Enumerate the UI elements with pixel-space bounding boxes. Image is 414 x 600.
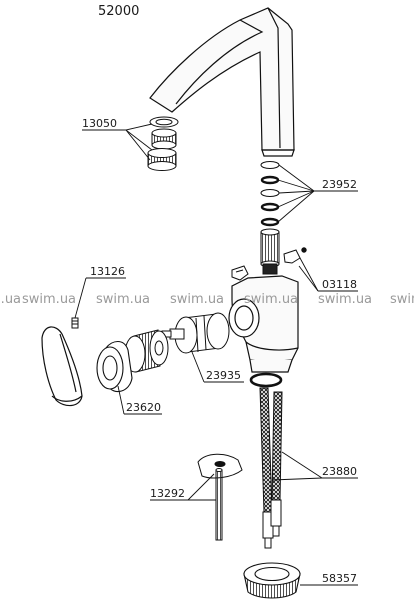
leader-lines <box>74 123 358 586</box>
aerator-assembly <box>147 116 179 171</box>
retaining-clips <box>231 247 307 281</box>
flexible-hoses <box>259 387 283 549</box>
o-ring-set <box>260 161 280 227</box>
mounting-stud <box>197 453 243 541</box>
spout-connector <box>260 228 280 275</box>
watermark: swim.ua <box>0 292 21 307</box>
part-label-23952: 23952 <box>322 178 357 191</box>
part-label-13126: 13126 <box>90 265 125 278</box>
watermark: swim.ua <box>390 292 414 307</box>
fixing-nut <box>243 562 301 599</box>
part-label-23935: 23935 <box>206 369 241 382</box>
watermark: swim.ua <box>318 292 372 307</box>
cartridge-bonnet <box>124 329 169 373</box>
diagram-title: 52000 <box>98 4 139 19</box>
lever-handle <box>41 326 83 407</box>
watermark: swim.ua <box>22 292 76 307</box>
watermark: swim.ua <box>244 292 298 307</box>
watermark: swim.ua <box>170 292 224 307</box>
part-label-58357: 58357 <box>322 572 357 585</box>
decorative-cap <box>96 340 133 393</box>
part-label-13050: 13050 <box>82 117 117 130</box>
cartridge <box>161 312 230 354</box>
spout <box>149 7 295 157</box>
part-label-23880: 23880 <box>322 465 357 478</box>
body-o-ring <box>249 372 283 388</box>
handle-screw <box>71 317 79 329</box>
mixer-body <box>228 275 299 373</box>
watermark: swim.ua <box>96 292 150 307</box>
part-label-13292: 13292 <box>150 487 185 500</box>
part-label-03118: 03118 <box>322 278 357 291</box>
watermark-row: swim.ua swim.ua swim.ua swim.ua swim.ua … <box>0 292 414 307</box>
part-label-23620: 23620 <box>126 401 161 414</box>
